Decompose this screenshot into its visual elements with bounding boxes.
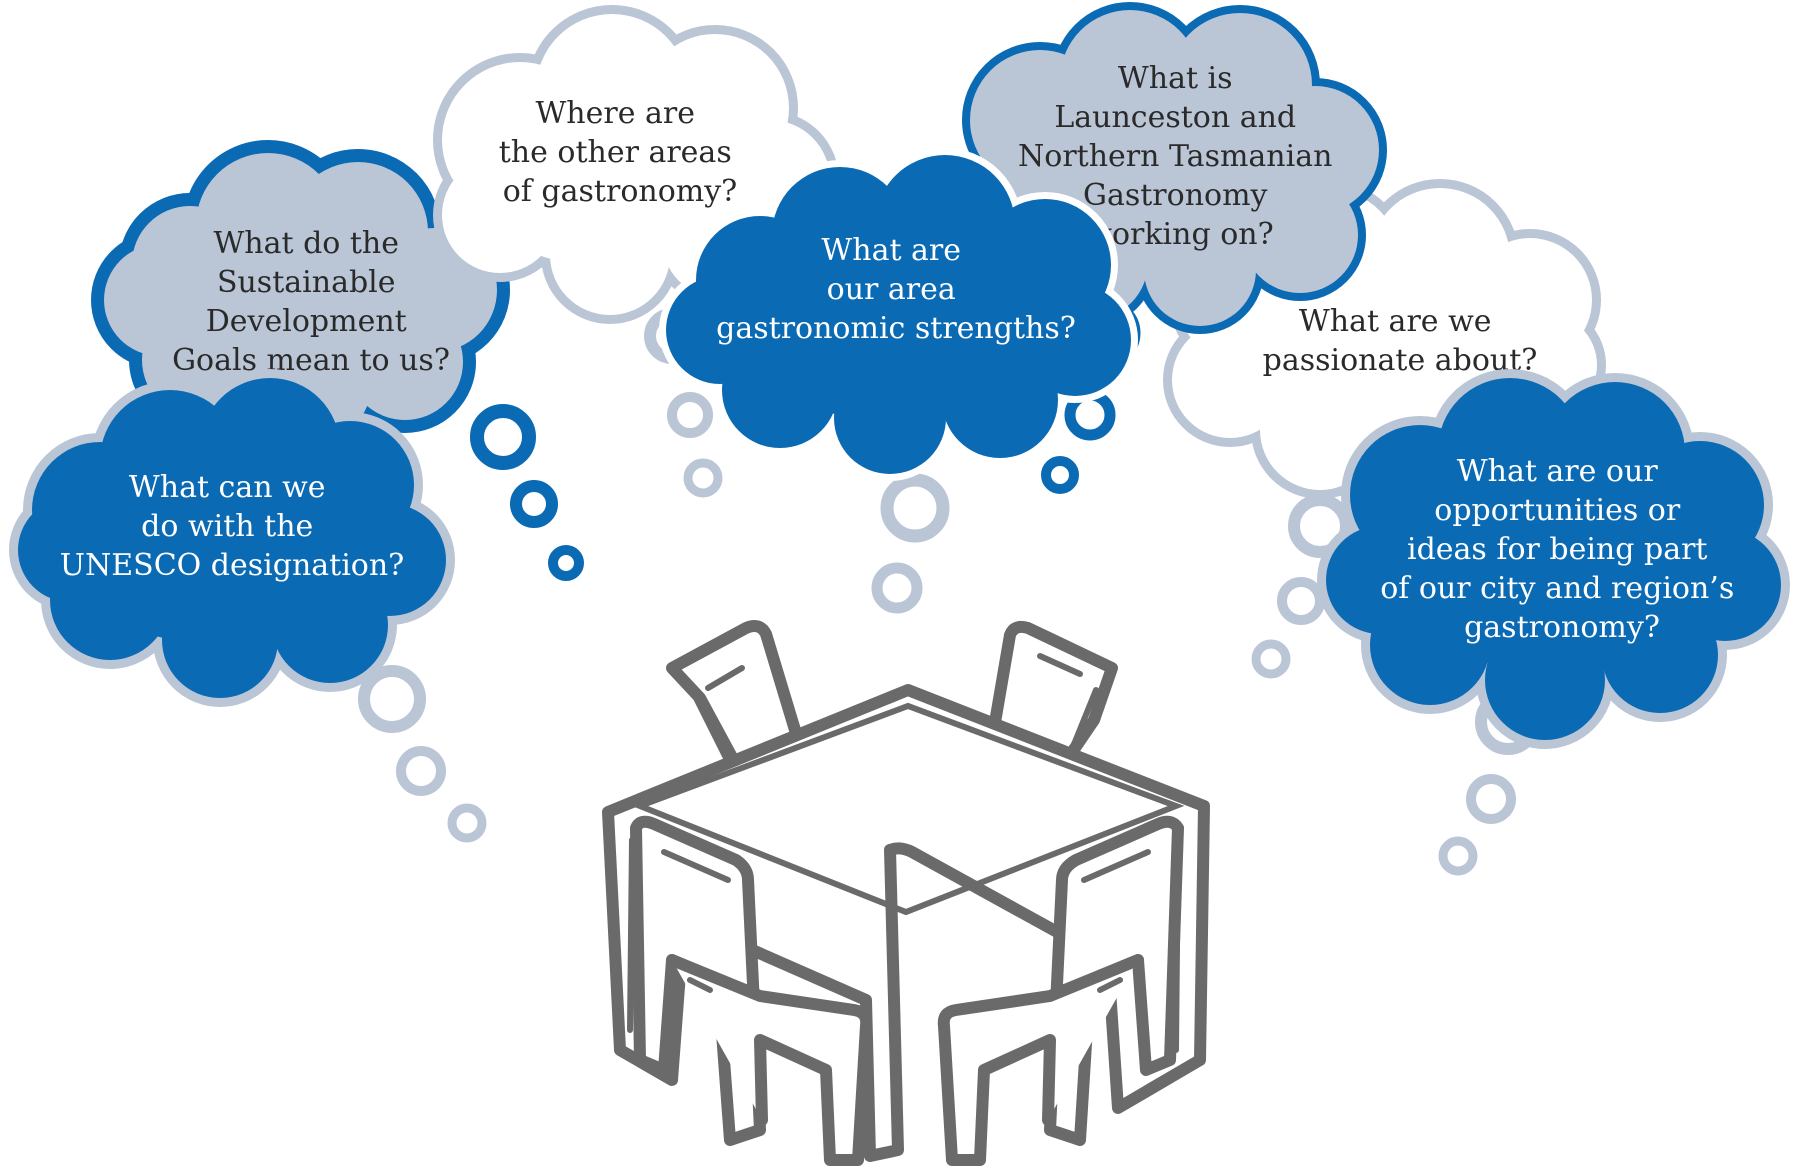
cloud-line: What can we (129, 470, 326, 505)
cloud-line: Northern Tasmanian (1018, 139, 1332, 174)
cloud-other-areas-text: Where are the other areas of gastronomy? (499, 96, 742, 209)
cloud-line: Development (206, 304, 407, 339)
cloud-opportunities-text: What are our opportunities or ideas for … (1380, 454, 1744, 645)
trail-bubble (871, 562, 923, 614)
dining-table-with-four-chairs-icon (602, 620, 1210, 1166)
trail-bubble (358, 665, 426, 733)
cloud-line: ideas for being part (1407, 532, 1708, 567)
trail-bubble (1251, 639, 1291, 679)
cloud-line: UNESCO designation? (60, 548, 405, 583)
cloud-unesco: What can we do with the UNESCO designati… (9, 369, 455, 707)
trail-bubble (1277, 577, 1325, 625)
cloud-line: Sustainable (217, 265, 396, 300)
trail-bubble (1466, 774, 1516, 824)
front-left-chair (630, 815, 873, 1166)
cloud-line: do with the (141, 509, 313, 544)
cloud-line: What are (821, 233, 961, 268)
cloud-line: the other areas (499, 135, 732, 170)
trail-bubble (667, 392, 713, 438)
cloud-line: Goals mean to us? (172, 343, 450, 378)
cloud-strengths: What are our area gastronomic strengths? (659, 148, 1138, 481)
cloud-opportunities: What are our opportunities or ideas for … (1317, 369, 1790, 749)
cloud-line: What do the (213, 226, 399, 261)
sdg-trail (470, 404, 584, 581)
trail-bubble (1041, 456, 1079, 494)
trail-bubble (447, 803, 487, 843)
cloud-line: opportunities or (1434, 493, 1681, 528)
cloud-shape-fill (18, 378, 446, 698)
cloud-shape-fill (1326, 378, 1781, 740)
front-right-chair (937, 815, 1184, 1166)
cloud-strengths-text: What are our area gastronomic strengths? (716, 233, 1076, 346)
cloud-line: What are we (1299, 304, 1492, 339)
trail-bubble (1288, 494, 1352, 558)
cloud-line: gastronomy? (1464, 610, 1660, 645)
trail-bubble (510, 480, 558, 528)
question-clouds: What do the Sustainable Development Goal… (9, 2, 1790, 749)
unesco-trail (358, 665, 487, 843)
passionate-trail (1251, 494, 1352, 679)
cloud-passionate-text: What are we passionate about? (1263, 304, 1538, 378)
cloud-sdg-text: What do the Sustainable Development Goal… (172, 226, 450, 378)
cloud-line: our area (827, 272, 956, 307)
cloud-sdg: What do the Sustainable Development Goal… (91, 140, 510, 457)
trail-bubble (683, 458, 723, 498)
cloud-line: What are our (1457, 454, 1659, 489)
cloud-line: Launceston and (1054, 100, 1296, 135)
trail-bubble (880, 473, 950, 543)
cloud-line: What is (1118, 61, 1233, 96)
cloud-line: of our city and region’s (1380, 571, 1734, 606)
cloud-line: gastronomic strengths? (716, 311, 1076, 346)
cloud-launceston-text: What is Launceston and Northern Tasmania… (1018, 61, 1342, 252)
trail-bubble (470, 404, 536, 470)
strengths-trail (871, 473, 950, 614)
cloud-line: Where are (535, 96, 695, 131)
cloud-line: Gastronomy (1083, 178, 1268, 213)
cloud-shape-fill (442, 14, 830, 315)
cloud-line: working on? (1086, 217, 1273, 252)
trail-bubble (396, 746, 446, 796)
cloud-line: of gastronomy? (503, 174, 738, 209)
cloud-shape-fill (666, 155, 1131, 474)
trail-bubble (548, 545, 584, 581)
trail-bubble (1438, 836, 1478, 876)
cloud-unesco-text: What can we do with the UNESCO designati… (60, 470, 405, 583)
